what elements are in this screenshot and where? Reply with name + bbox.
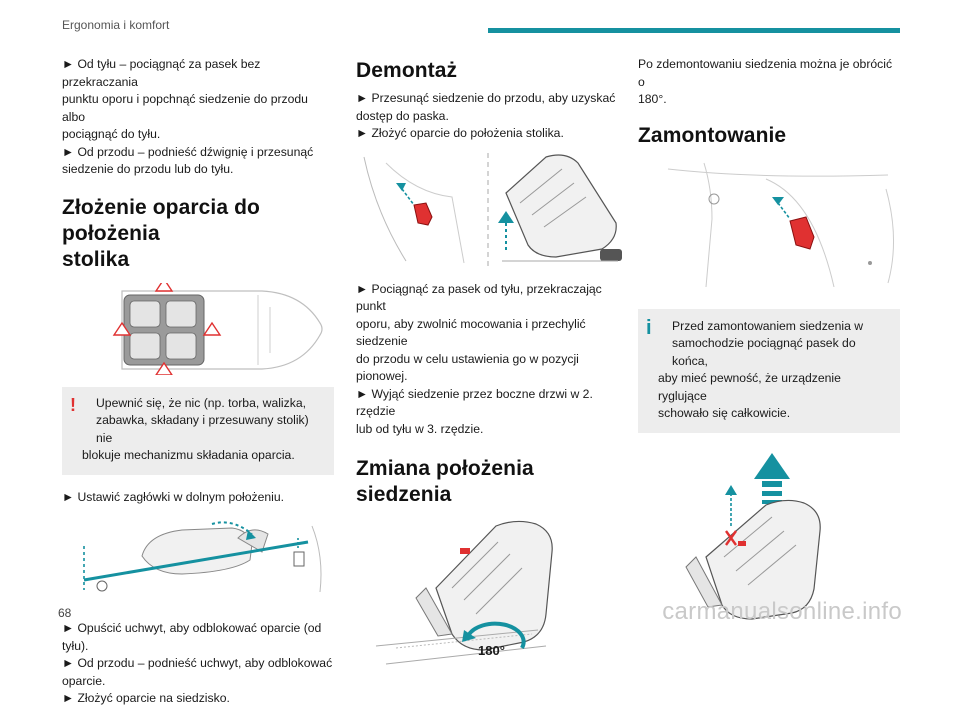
heading-line: stolika (62, 247, 130, 271)
warning-line: zabawka, składany i przesuwany stolik) n… (96, 413, 309, 445)
text-line: Po zdemontowaniu siedzenia można je obró… (638, 57, 893, 89)
heading-installation: Zamontowanie (638, 123, 787, 147)
column-middle: Demontaż ► Przesunąć siedzenie do przodu… (356, 56, 628, 674)
warning-line: Upewnić się, że nic (np. torba, walizka, (96, 395, 306, 410)
removal-steps-b: ► Pociągnąć za pasek od tyłu, przekracza… (356, 281, 628, 439)
removal-illustration (363, 152, 622, 269)
info-line: samochodzie pociągnąć pasek do końca, (672, 336, 856, 368)
rotate-note: Po zdemontowaniu siedzenia można je obró… (638, 56, 900, 109)
header-accent-bar (488, 28, 900, 33)
section-heading-table-position: Złożenie oparcia do położenia stolika (62, 195, 334, 273)
figure-seat-layout (62, 282, 334, 375)
text-line: ► Złożyć oparcie do położenia stolika. (356, 126, 564, 140)
text-line: ► Pociągnąć za pasek od tyłu, przekracza… (356, 281, 602, 314)
up-arrow-icon (498, 210, 514, 223)
figure-rotate: 180° (356, 518, 628, 674)
up-arrow-icon (754, 452, 790, 504)
column-right: Po zdemontowaniu siedzenia można je obró… (638, 56, 900, 623)
text-line: lub od tyłu w 3. rzędzie. (356, 421, 484, 436)
warning-line: blokuje mechanizmu składania oparcia. (82, 448, 295, 462)
headrest-illustration (83, 521, 322, 593)
text-line: tyłu). (62, 638, 89, 653)
text-line: oparcie. (62, 673, 106, 688)
text-line: ► Od przodu – podnieść uchwyt, aby odblo… (62, 656, 333, 670)
column-left: ► Od tyłu – pociągnąć za pasek bez przek… (62, 56, 334, 708)
figure-headrest (62, 516, 334, 598)
text-line: punktu oporu i popchnąć siedzenie do prz… (62, 92, 308, 124)
final-steps: ► Opuścić uchwyt, aby odblokować oparcie… (62, 620, 334, 708)
manual-page: Ergonomia i komfort ► Od tyłu – pociągną… (58, 18, 902, 705)
seat-layout-illustration (112, 282, 323, 375)
warning-box: ! Upewnić się, że nic (np. torba, walizk… (62, 386, 334, 475)
figure-install-seat (638, 452, 900, 623)
text-line: oporu, aby zwolnić mocowania i przechyli… (356, 316, 586, 349)
text-line: ► Wyjąć siedzenie przez boczne drzwi w 2… (356, 386, 593, 419)
text-line: ► Od tyłu – pociągnąć za pasek bez przek… (62, 57, 261, 89)
text-line: ► Złożyć oparcie na siedzisko. (62, 691, 230, 705)
section-title: Ergonomia i komfort (62, 18, 170, 32)
info-icon: i (646, 316, 652, 339)
intro-text: ► Od tyłu – pociągnąć za pasek bez przek… (62, 56, 334, 179)
text-line: pociągnąć do tyłu. (62, 127, 161, 141)
install-strap-illustration (667, 162, 894, 287)
heading-line: Złożenie oparcia do położenia (62, 195, 260, 245)
text-line: ► Opuścić uchwyt, aby odblokować oparcie… (62, 621, 322, 635)
figure-install-strap (638, 159, 900, 287)
text-line: 180°. (638, 92, 667, 106)
info-line: Przed zamontowaniem siedzenia w (672, 318, 864, 333)
info-line: schowało się całkowicie. (658, 406, 791, 420)
text-line: dostęp do paska. (356, 108, 449, 123)
heading-removal: Demontaż (356, 59, 458, 82)
text-line: siedzenie do przodu lub do tyłu. (62, 162, 234, 176)
figure-removal (356, 152, 628, 269)
text-line: do przodu w celu ustawienia go w pozycji… (356, 351, 579, 384)
rotate-seat-illustration: 180° (375, 520, 553, 665)
page-number: 68 (58, 606, 72, 620)
warning-triangle-icon (112, 282, 222, 375)
removal-steps-a: ► Przesunąć siedzenie do przodu, aby uzy… (356, 90, 628, 143)
info-box: i Przed zamontowaniem siedzenia w samoch… (638, 308, 900, 433)
watermark: carmanualsonline.info (662, 598, 902, 625)
info-line: aby mieć pewność, że urządzenie ryglując… (658, 371, 841, 403)
rotation-label: 180° (478, 643, 505, 658)
text-line: ► Od przodu – podnieść dźwignię i przesu… (62, 144, 314, 159)
exclamation-icon: ! (70, 394, 76, 415)
step-headrest: ► Ustawić zagłówki w dolnym położeniu. (62, 489, 285, 504)
text-line: ► Przesunąć siedzenie do przodu, aby uzy… (356, 91, 616, 105)
heading-reposition: Zmiana położenia siedzenia (356, 457, 534, 506)
install-seat-illustration (685, 452, 821, 620)
